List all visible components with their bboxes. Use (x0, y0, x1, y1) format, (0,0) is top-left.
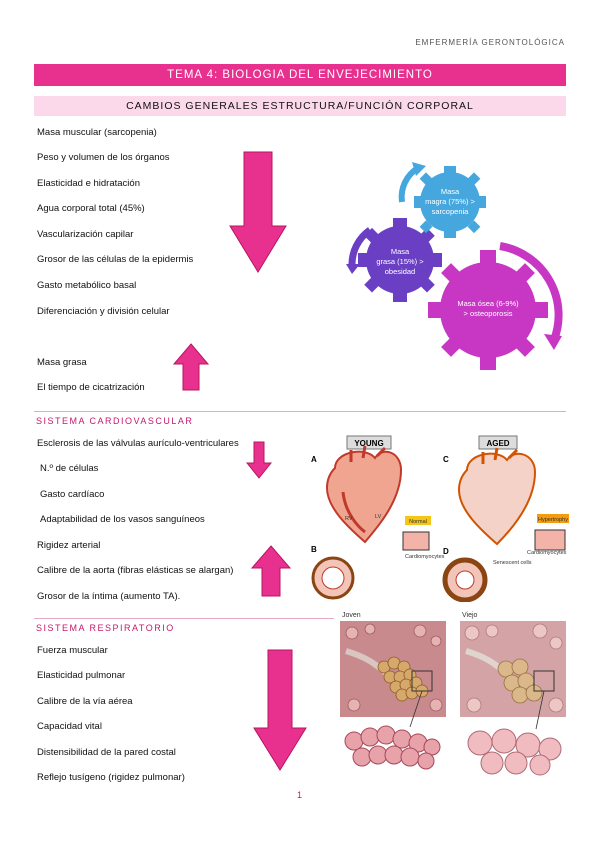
resp-section-title: SISTEMA RESPIRATORIO (36, 623, 175, 633)
page-title: TEMA 4: BIOLOGIA DEL ENVEJECIMIENTO (34, 64, 566, 86)
down-arrow-icon (253, 649, 307, 771)
cardio-section-title: SISTEMA CARDIOVASCULAR (36, 416, 194, 426)
up-arrow-icon (172, 343, 210, 391)
section-divider (34, 618, 334, 619)
heart-aging-figure: YOUNG AGED A C B D RV LV Normal Cardiomy… (311, 435, 569, 602)
panel-d-letter: D (443, 547, 449, 556)
list-item: Calibre de la aorta (fibras elásticas se… (37, 565, 234, 576)
panel-a-letter: A (311, 455, 317, 464)
normal-tag: Normal (409, 519, 427, 525)
gear-bone (428, 242, 563, 370)
aged-heart (457, 447, 537, 546)
down-arrow-icon (246, 441, 272, 479)
young-heart: RV LV (325, 445, 403, 544)
list-item: Esclerosis de las válvulas aurículo-vent… (37, 438, 239, 449)
list-item: Vascularización capilar (37, 229, 134, 240)
alveoli-aging-figure: Joven Viejo (340, 612, 566, 776)
list-item: Agua corporal total (45%) (37, 203, 145, 214)
hypertrophy-tag: Hypertrophy (538, 517, 568, 523)
lv-label: LV (375, 514, 382, 520)
list-item: Rigidez arterial (37, 540, 101, 551)
gear-lean (398, 162, 486, 238)
list-item: Reflejo tusígeno (rigidez pulmonar) (37, 772, 185, 783)
section-subtitle: CAMBIOS GENERALES ESTRUCTURA/FUNCIÓN COR… (34, 96, 566, 116)
rv-label: RV (345, 516, 353, 522)
list-item: Gasto cardíaco (40, 489, 105, 500)
aged-label: AGED (486, 439, 509, 448)
list-item: Calibre de la vía aérea (37, 696, 133, 707)
section-divider (34, 411, 566, 412)
list-item: El tiempo de cicatrización (37, 382, 145, 393)
gear-bone-text: Masa ósea (6-9%)> osteoporosis (457, 299, 519, 318)
list-item: Elasticidad e hidratación (37, 178, 140, 189)
young-label: YOUNG (354, 439, 383, 448)
list-item: Masa muscular (sarcopenia) (37, 127, 157, 138)
list-item: Fuerza muscular (37, 645, 108, 656)
panel-b-letter: B (311, 545, 317, 554)
list-item: Diferenciación y división celular (37, 306, 170, 317)
list-item: Adaptabilidad de los vasos sanguíneos (40, 514, 205, 525)
viejo-label: Viejo (462, 612, 478, 619)
senescent-label: Senescent cells (493, 560, 532, 566)
joven-label: Joven (342, 612, 361, 619)
panel-c-letter: C (443, 455, 449, 464)
list-item: Masa grasa (37, 357, 87, 368)
list-item: Peso y volumen de los órganos (37, 152, 170, 163)
down-arrow-icon (229, 151, 287, 273)
aged-cardiomyocytes-label: Cardiomyocytes (527, 550, 567, 556)
up-arrow-icon (250, 545, 292, 597)
list-item: Gasto metabólico basal (37, 280, 137, 291)
list-item: Capacidad vital (37, 721, 102, 732)
list-item: Grosor de la íntima (aumento TA). (37, 591, 181, 602)
list-item: Distensibilidad de la pared costal (37, 747, 176, 758)
cardiomyocytes-label: Cardiomyocytes (405, 554, 445, 560)
list-item: Elasticidad pulmonar (37, 670, 126, 681)
list-item: N.º de células (40, 463, 99, 474)
list-item: Grosor de las células de la epidermis (37, 254, 194, 265)
document-header: EMFERMERÍA GERONTOLÓGICA (415, 38, 565, 47)
page-number: 1 (296, 790, 302, 800)
